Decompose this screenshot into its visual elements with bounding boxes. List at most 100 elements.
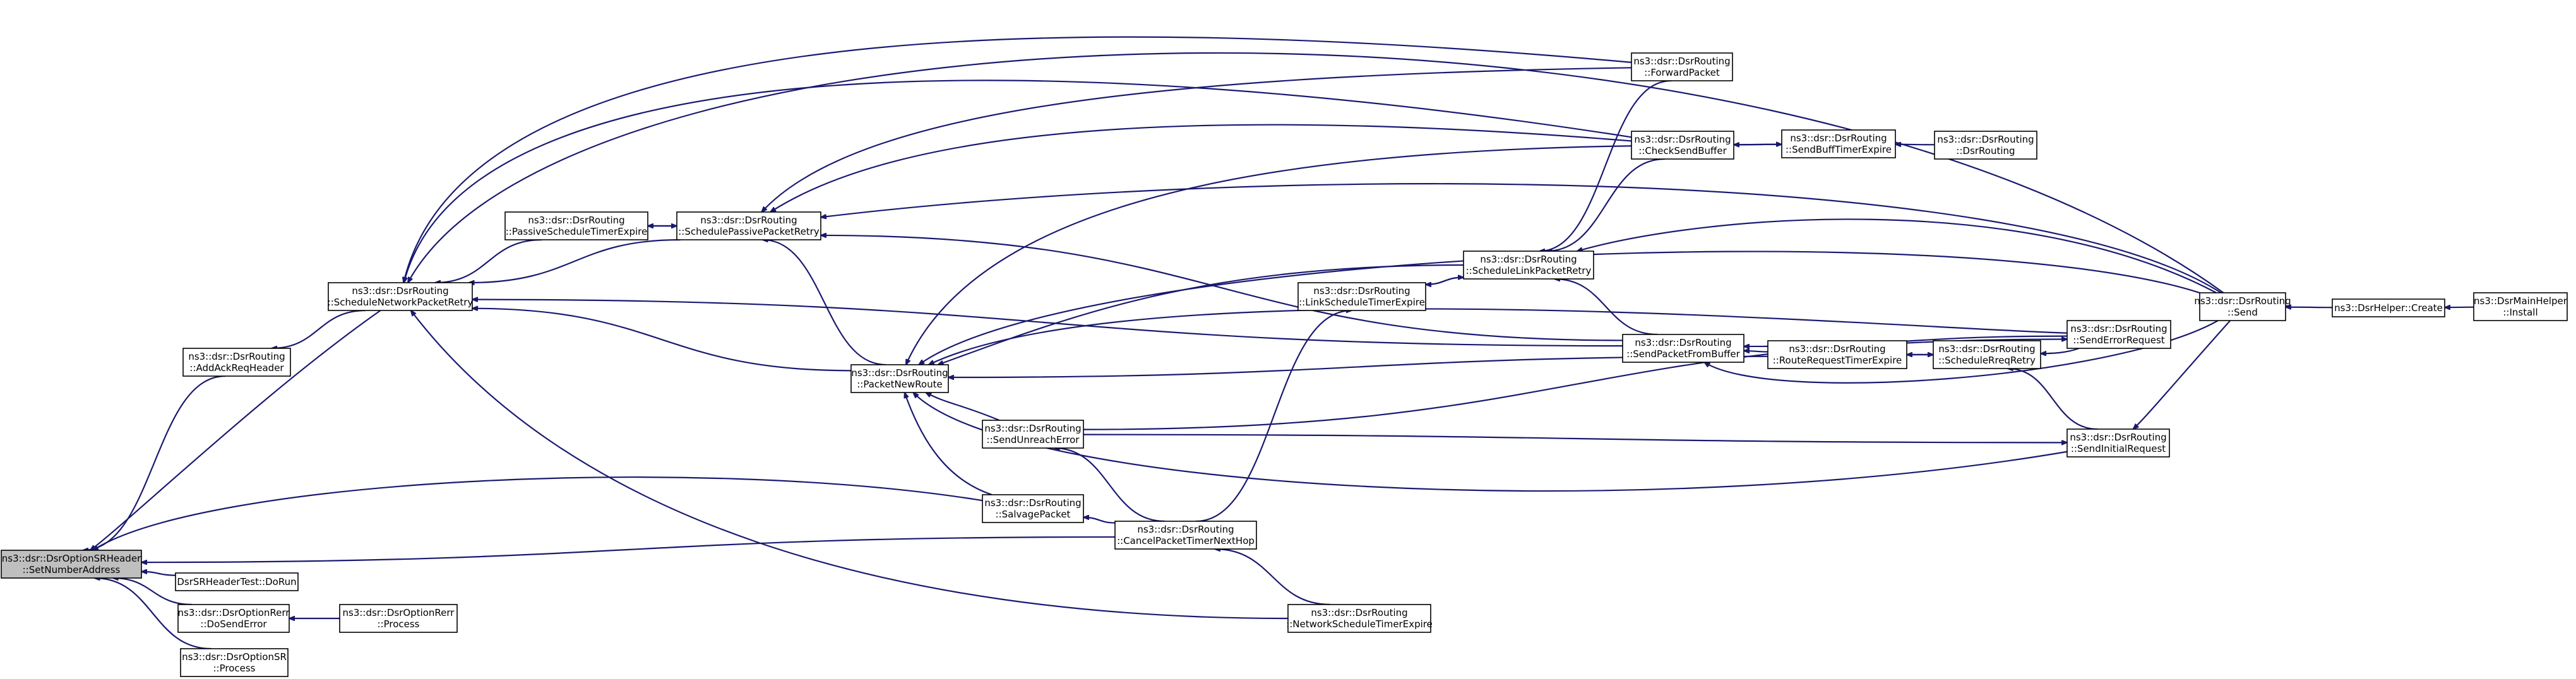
node-box xyxy=(1781,129,1896,158)
edge-schedpass-to-schednet xyxy=(468,239,681,283)
node-box xyxy=(504,211,648,240)
node-pktnew[interactable]: ns3::dsr::DsrRouting::PacketNewRoute xyxy=(850,364,949,393)
node-setnum[interactable]: ns3::dsr::DsrOptionSRHeader::SetNumberAd… xyxy=(1,550,142,579)
node-label: ::RouteRequestTimerExpire xyxy=(1773,355,1902,366)
node-box xyxy=(1934,131,2037,160)
node-label: ::SendErrorRequest xyxy=(2073,334,2164,346)
node-label: ns3::dsr::DsrRouting xyxy=(1635,337,1731,348)
node-label: ::NetworkScheduleTimerExpire xyxy=(1286,618,1433,630)
node-dorun[interactable]: DsrSRHeaderTest::DoRun xyxy=(175,572,299,591)
node-schedlink[interactable]: ns3::dsr::DsrRouting::ScheduleLinkPacket… xyxy=(1463,251,1594,280)
node-label: DsrSRHeaderTest::DoRun xyxy=(177,576,296,587)
node-box xyxy=(2332,298,2445,317)
node-label: ::PacketNewRoute xyxy=(857,379,942,390)
node-linktimer[interactable]: ns3::dsr::DsrRouting::LinkScheduleTimerE… xyxy=(1297,282,1426,311)
edge-dosenderr-to-setnum xyxy=(113,578,193,606)
edge-checkbuf-to-schedlink xyxy=(1546,158,1665,251)
edge-initreq-to-schedreq xyxy=(2008,369,2098,430)
node-box xyxy=(1767,340,1907,369)
edge-schednet-to-addack xyxy=(271,309,366,348)
edge-unreach-to-senderr xyxy=(1083,340,2067,430)
node-label: ::SetNumberAddress xyxy=(23,564,121,576)
edge-routereq-to-sendfrom xyxy=(1744,351,1768,352)
edge-sendfrom-to-schednet xyxy=(472,300,1623,347)
node-box xyxy=(2473,292,2568,321)
node-label: ::AddAckReqHeader xyxy=(189,362,284,374)
edge-pktnew-to-schedpass xyxy=(763,240,886,366)
node-nettimer[interactable]: ns3::dsr::DsrRouting::NetworkScheduleTim… xyxy=(1286,604,1433,633)
node-create[interactable]: ns3::DsrHelper::Create xyxy=(2332,298,2445,317)
node-unreach[interactable]: ns3::dsr::DsrRouting::SendUnreachError xyxy=(982,420,1084,449)
node-buftimer[interactable]: ns3::dsr::DsrRouting::SendBuffTimerExpir… xyxy=(1781,129,1896,158)
node-forward[interactable]: ns3::dsr::DsrRouting::ForwardPacket xyxy=(1631,52,1733,81)
node-schednet[interactable]: ns3::dsr::DsrRouting::ScheduleNetworkPac… xyxy=(328,282,474,311)
node-box xyxy=(2199,292,2286,321)
edge-checkbuf-to-schednet xyxy=(404,80,1632,283)
node-label: ::ForwardPacket xyxy=(1644,67,1720,78)
node-passtimer[interactable]: ns3::dsr::DsrRouting::PassiveScheduleTim… xyxy=(504,211,648,240)
node-label: ::LinkScheduleTimerExpire xyxy=(1299,297,1425,308)
node-label: ns3::dsr::DsrRouting xyxy=(528,215,624,226)
node-label: ns3::DsrHelper::Create xyxy=(2334,302,2443,314)
edge-linktimer-to-schedlink xyxy=(1425,278,1464,285)
node-label: ::Process xyxy=(213,663,255,674)
node-label: ns3::dsr::DsrRouting xyxy=(1480,254,1577,265)
node-initreq[interactable]: ns3::dsr::DsrRouting::SendInitialRequest xyxy=(2066,428,2170,458)
node-box xyxy=(177,604,290,633)
node-rerrproc[interactable]: ns3::dsr::DsrOptionRerr::Process xyxy=(339,604,458,633)
edge-schednet-to-setnum xyxy=(90,310,381,550)
node-dosenderr[interactable]: ns3::dsr::DsrOptionRerr::DoSendError xyxy=(177,604,290,633)
node-install[interactable]: ns3::DsrMainHelper::Install xyxy=(2473,292,2568,321)
node-label: ::SendPacketFromBuffer xyxy=(1626,348,1740,360)
edge-create-to-send xyxy=(2286,307,2333,308)
edge-forward-to-schedlink xyxy=(1539,80,1671,251)
edge-dorun-to-setnum xyxy=(141,572,176,576)
edge-sendfrom-to-schedpass xyxy=(821,235,1623,341)
node-label: ns3::dsr::DsrRouting xyxy=(851,367,948,379)
node-box xyxy=(982,494,1084,523)
edge-forward-to-schedpass xyxy=(761,67,1632,212)
node-label: ::ScheduleLinkPacketRetry xyxy=(1466,265,1592,276)
node-label: ns3::dsr::DsrRouting xyxy=(2070,323,2167,334)
edge-schedlink-to-pktnew xyxy=(938,264,1464,365)
node-srproc[interactable]: ns3::dsr::DsrOptionSR::Process xyxy=(180,648,289,677)
edge-send-to-initreq xyxy=(2133,320,2231,429)
edge-checkbuf-to-schedpass xyxy=(770,124,1632,212)
node-label: ::SendUnreachError xyxy=(987,434,1080,446)
node-senderr[interactable]: ns3::dsr::DsrRouting::SendErrorRequest xyxy=(2066,320,2171,349)
node-label: ns3::DsrMainHelper xyxy=(2474,295,2568,307)
edge-cancel-to-unreach xyxy=(1054,448,1165,523)
node-dsrrout[interactable]: ns3::dsr::DsrRouting::DsrRouting xyxy=(1934,131,2037,160)
node-box xyxy=(1933,340,2041,369)
edge-cancel-to-setnum xyxy=(141,536,1116,562)
node-label: ::Process xyxy=(377,618,419,630)
node-box xyxy=(1631,52,1733,81)
edge-nettimer-to-schednet xyxy=(411,310,1289,620)
node-checkbuf[interactable]: ns3::dsr::DsrRouting::CheckSendBuffer xyxy=(1631,131,1734,160)
node-label: ns3::dsr::DsrRouting xyxy=(984,497,1081,509)
node-sendfrom[interactable]: ns3::dsr::DsrRouting::SendPacketFromBuff… xyxy=(1622,334,1744,363)
node-label: ::SendInitialRequest xyxy=(2071,443,2166,454)
node-salvage[interactable]: ns3::dsr::DsrRouting::SalvagePacket xyxy=(982,494,1084,523)
node-box xyxy=(182,348,291,377)
edge-send-to-schedlink xyxy=(1577,218,2217,293)
node-label: ::SchedulePassivePacketRetry xyxy=(678,226,820,237)
node-label: ns3::dsr::DsrRouting xyxy=(1789,343,1885,355)
node-label: ::ScheduleNetworkPacketRetry xyxy=(328,297,474,308)
edge-checkbuf-to-pktnew xyxy=(905,145,1632,365)
node-label: ns3::dsr::DsrRouting xyxy=(1311,607,1407,618)
node-routereq[interactable]: ns3::dsr::DsrRouting::RouteRequestTimerE… xyxy=(1767,340,1907,369)
edge-forward-to-schednet xyxy=(403,36,1632,283)
node-addack[interactable]: ns3::dsr::DsrRouting::AddAckReqHeader xyxy=(182,348,291,377)
node-box xyxy=(1463,251,1594,280)
node-box xyxy=(175,572,299,591)
node-label: ns3::dsr::DsrRouting xyxy=(1137,524,1234,535)
node-box xyxy=(850,364,949,393)
node-schedpass[interactable]: ns3::dsr::DsrRouting::SchedulePassivePac… xyxy=(676,211,821,240)
edge-send-to-schedpass xyxy=(821,183,2222,293)
node-label: ns3::dsr::DsrOptionSR xyxy=(182,651,287,663)
node-send[interactable]: ns3::dsr::DsrRouting::Send xyxy=(2194,292,2291,321)
node-box xyxy=(1631,131,1734,160)
node-schedreq[interactable]: ns3::dsr::DsrRouting::ScheduleRreqRetry xyxy=(1933,340,2041,369)
node-cancel[interactable]: ns3::dsr::DsrRouting::CancelPacketTimerN… xyxy=(1114,521,1257,550)
